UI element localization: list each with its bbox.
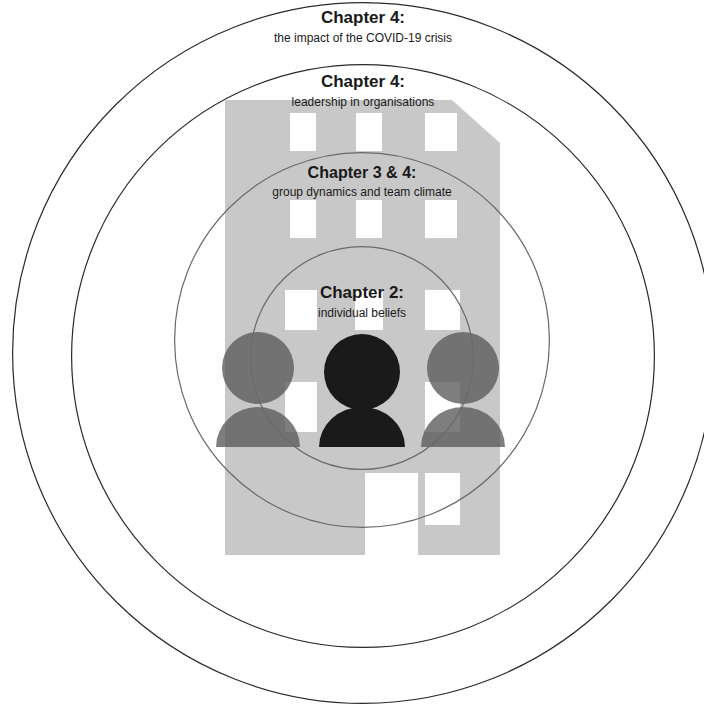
text-row: group dynamics and team climate bbox=[174, 182, 550, 200]
text-group: Chapter 3 & 4: group dynamics and team cl… bbox=[174, 162, 550, 200]
text-row: individual beliefs bbox=[250, 303, 474, 321]
chapter-topic: leadership in organisations bbox=[292, 94, 435, 110]
person-body bbox=[319, 407, 405, 447]
window bbox=[425, 200, 457, 238]
window bbox=[425, 473, 460, 525]
window bbox=[290, 113, 316, 151]
chapter-heading: Chapter 2: bbox=[320, 283, 404, 303]
circle-outline bbox=[250, 246, 474, 470]
colleague-icon bbox=[216, 332, 300, 447]
circle-outline bbox=[71, 64, 655, 648]
text-row: leadership in organisations bbox=[71, 92, 655, 110]
person-body bbox=[216, 407, 300, 447]
circle-region: Chapter 3 & 4: group dynamics and team cl… bbox=[174, 152, 550, 528]
text-row: Chapter 2: bbox=[250, 283, 474, 303]
circle-line bbox=[72, 65, 655, 648]
circle-outline bbox=[174, 152, 550, 528]
chapter-topic: the impact of the COVID-19 crisis bbox=[274, 30, 452, 46]
person-body bbox=[421, 407, 505, 447]
windows bbox=[285, 113, 460, 555]
individual-icon bbox=[319, 334, 405, 447]
person-head bbox=[324, 334, 400, 410]
circle-line bbox=[175, 153, 550, 528]
person-head bbox=[222, 332, 294, 404]
chapter-heading: Chapter 4: bbox=[321, 8, 405, 28]
chapter-heading: Chapter 3 & 4: bbox=[308, 162, 417, 182]
window bbox=[425, 113, 457, 151]
circle-region: Chapter 4: the impact of the COVID-19 cri… bbox=[12, 2, 704, 704]
chapter-topic: group dynamics and team climate bbox=[272, 184, 451, 200]
colleague-icon bbox=[421, 332, 505, 447]
window bbox=[356, 200, 382, 238]
text-row: Chapter 3 & 4: bbox=[174, 162, 550, 182]
circle-region: Chapter 4:leadership in organisationsCha… bbox=[71, 64, 655, 648]
text-group: Chapter 2: individual beliefs bbox=[250, 283, 474, 321]
person-head bbox=[427, 332, 499, 404]
text-row: Chapter 4: bbox=[12, 8, 704, 28]
window bbox=[285, 290, 317, 330]
door bbox=[365, 473, 418, 555]
circle-line bbox=[251, 247, 474, 470]
building bbox=[225, 100, 500, 555]
window bbox=[290, 200, 316, 238]
circle-line bbox=[13, 3, 704, 704]
text-group: Chapter 4: leadership in organisations bbox=[71, 72, 655, 110]
chapter-heading: Chapter 4: bbox=[321, 72, 405, 92]
text-group: Chapter 4: the impact of the COVID-19 cri… bbox=[12, 8, 704, 46]
text-row: Chapter 4: bbox=[71, 72, 655, 92]
window bbox=[425, 290, 460, 330]
window bbox=[356, 113, 382, 151]
circle-region: Chapter 2: individual beliefs bbox=[250, 246, 474, 470]
text-row: the impact of the COVID-19 crisis bbox=[12, 28, 704, 46]
chapter-topic: individual beliefs bbox=[318, 305, 406, 321]
